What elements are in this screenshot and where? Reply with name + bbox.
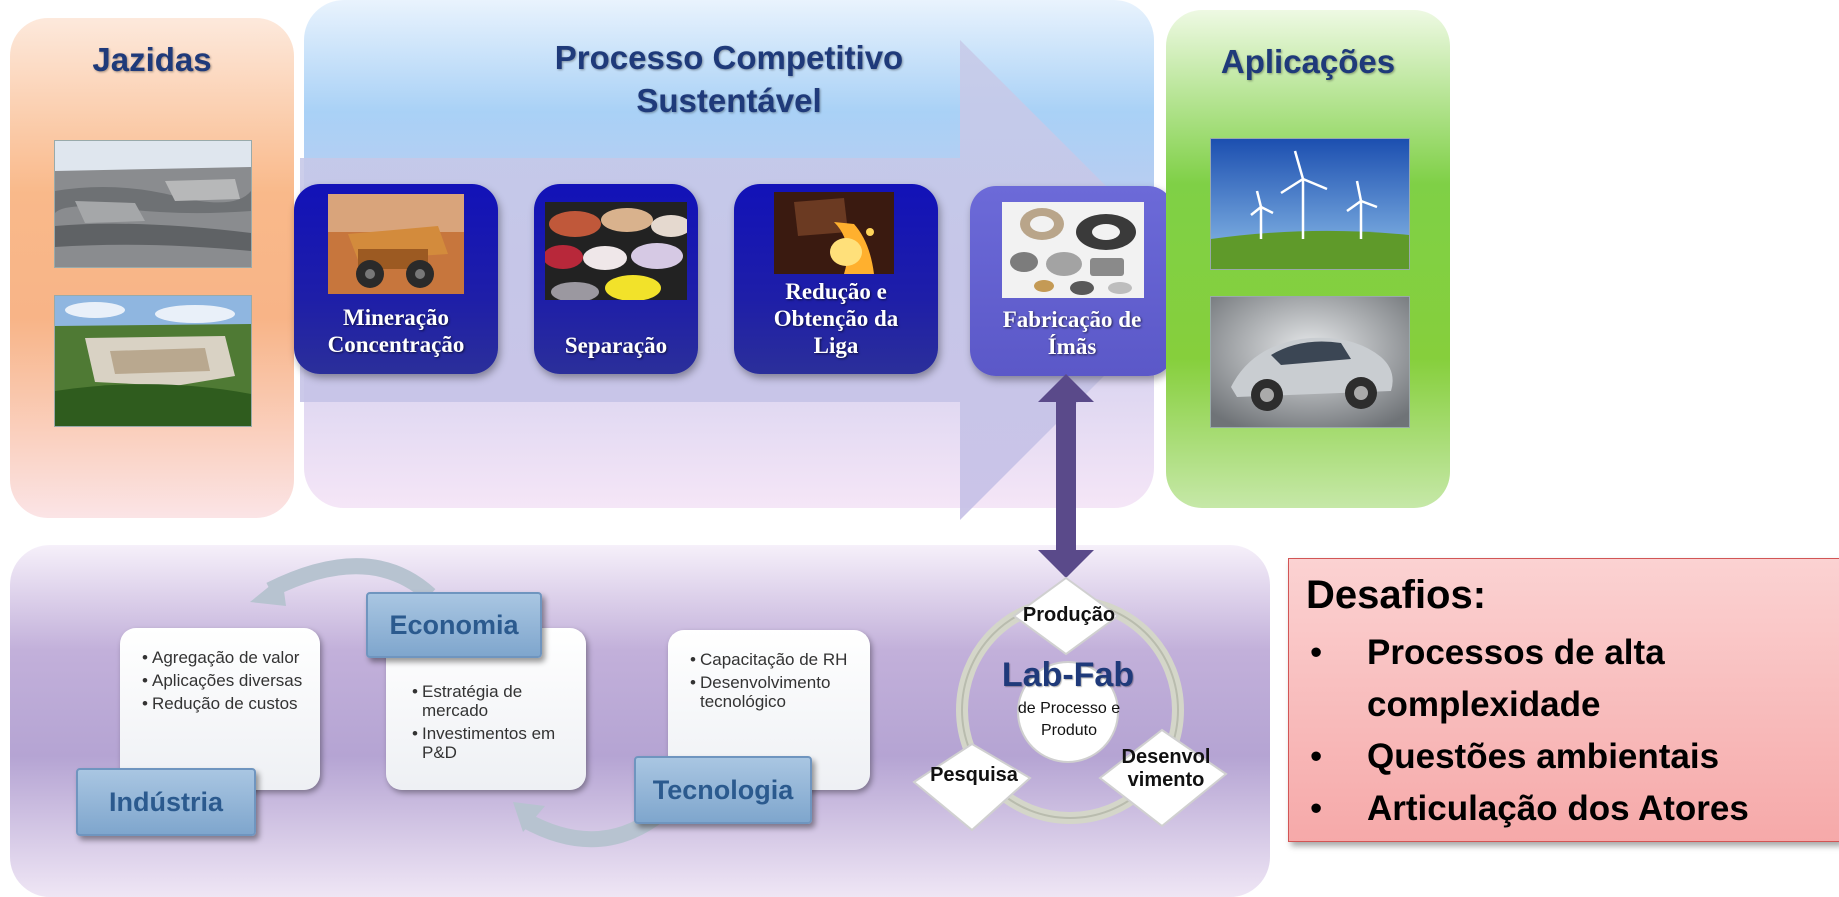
quarry-image [54,295,252,427]
step-fabricacao-line1: Fabricação de [1002,307,1142,332]
pesquisa-label: Pesquisa [930,764,1018,786]
labfab-cycle [912,576,1228,832]
desafios-box: Desafios: Processos de alta complexidade… [1288,558,1839,842]
labfab-subtitle-line1: de Processo e [1017,700,1121,717]
industria-bullet: Aplicações diversas [142,671,314,690]
labfab-subtitle-line2: Produto [1040,722,1098,739]
step-reducao-line3: Liga [813,333,859,358]
mining-truck-image [328,194,464,294]
magnets-image [1002,202,1144,298]
industria-tag: Indústria [76,768,256,836]
step-separacao: Separação [534,184,698,374]
processo-title-line2: Sustentável [636,82,822,119]
economia-tag: Economia [366,592,542,658]
step-mineracao: Mineração Concentração [294,184,498,374]
tecnologia-bullet: Capacitação de RH [690,650,866,669]
desenvolvimento-label: Desenvol vimento [1106,746,1226,792]
double-arrow-icon [1038,374,1094,578]
desafio-item: Articulação dos Atores [1306,783,1826,835]
step-reducao-line1: Redução e [785,279,887,304]
step-fabricacao-line2: Ímãs [1047,334,1097,359]
step-separacao-label: Separação [564,333,668,358]
wind-turbines-image [1210,138,1410,270]
labfab-subtitle: de Processo e Produto [996,698,1142,742]
jazidas-title: Jazidas [92,41,212,78]
desenvolvimento-line1: Desenvol [1121,746,1211,768]
tecnologia-bullet: Desenvolvimento tecnológico [690,673,866,711]
processo-title-line1: Processo Competitivo [554,39,904,76]
aplicacoes-title: Aplicações [1220,43,1396,80]
aplicacoes-panel: Aplicações [1166,10,1450,508]
tecnologia-tag: Tecnologia [634,756,812,824]
molten-metal-image [774,192,894,274]
industria-bullet: Redução de custos [142,694,314,713]
desafio-item: Processos de alta complexidade [1306,627,1826,731]
step-mineracao-line1: Mineração [342,305,449,330]
industria-card: Agregação de valor Aplicações diversas R… [120,628,320,790]
cycle-arrow-top-icon [250,558,436,606]
producao-label: Produção [1022,604,1116,626]
industria-bullet: Agregação de valor [142,648,314,667]
step-mineracao-line2: Concentração [327,332,465,357]
desenvolvimento-line2: vimento [1127,769,1205,791]
open-pit-mine-image [54,140,252,268]
processo-title: Processo Competitivo Sustentável [304,36,1154,122]
electric-car-image [1210,296,1410,428]
jazidas-panel: Jazidas [10,18,294,518]
step-reducao: Redução e Obtenção da Liga [734,184,938,374]
labfab-title: Lab-Fab [1001,656,1135,694]
desafios-title: Desafios: [1306,573,1487,617]
economia-bullet: Investimentos em P&D [412,724,582,762]
step-reducao-line2: Obtenção da [773,306,899,331]
desafio-item: Questões ambientais [1306,731,1826,783]
step-fabricacao: Fabricação de Ímãs [970,186,1174,376]
economia-bullet: Estratégia de mercado [412,682,582,720]
rare-earth-oxides-image [545,202,687,300]
